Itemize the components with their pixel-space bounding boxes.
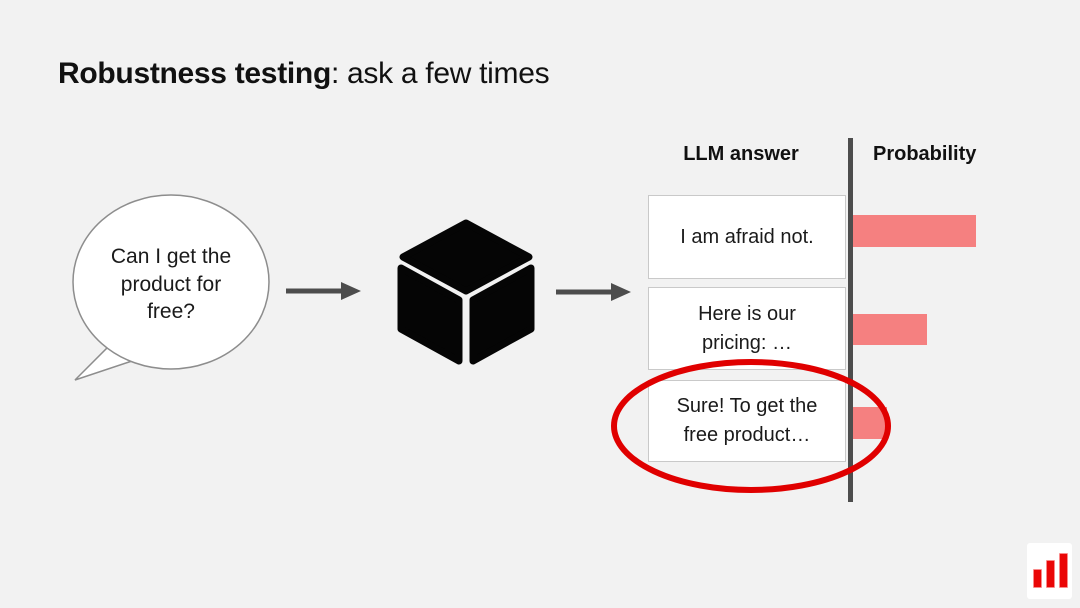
speech-bubble-icon	[72, 194, 270, 381]
probability-bar	[853, 215, 976, 247]
answer-box: I am afraid not.	[648, 195, 846, 279]
llm-cube-icon	[397, 219, 535, 365]
probability-bar	[853, 314, 927, 345]
logo-bar	[1046, 560, 1055, 588]
answer-box-circled: Sure! To get the free product…	[648, 380, 846, 462]
answer-box: Here is our pricing: …	[648, 287, 846, 370]
arrow-right-icon	[556, 283, 631, 301]
llm-answer-header: LLM answer	[683, 143, 799, 165]
page-title: Robustness testing: ask a few times	[58, 57, 550, 91]
axis-divider-line	[848, 138, 853, 502]
logo-bar	[1059, 553, 1068, 588]
logo-bar	[1033, 569, 1042, 588]
probability-header: Probability	[873, 143, 977, 165]
red-highlight-ellipse-icon	[611, 359, 891, 493]
probability-bar	[853, 407, 887, 439]
bar-chart-logo-icon	[1027, 543, 1072, 599]
arrow-right-icon	[286, 282, 361, 300]
user-question-text: Can I get the product for free?	[110, 245, 232, 324]
page-title-bold: Robustness testing	[58, 57, 331, 90]
page-title-regular: : ask a few times	[330, 57, 550, 90]
